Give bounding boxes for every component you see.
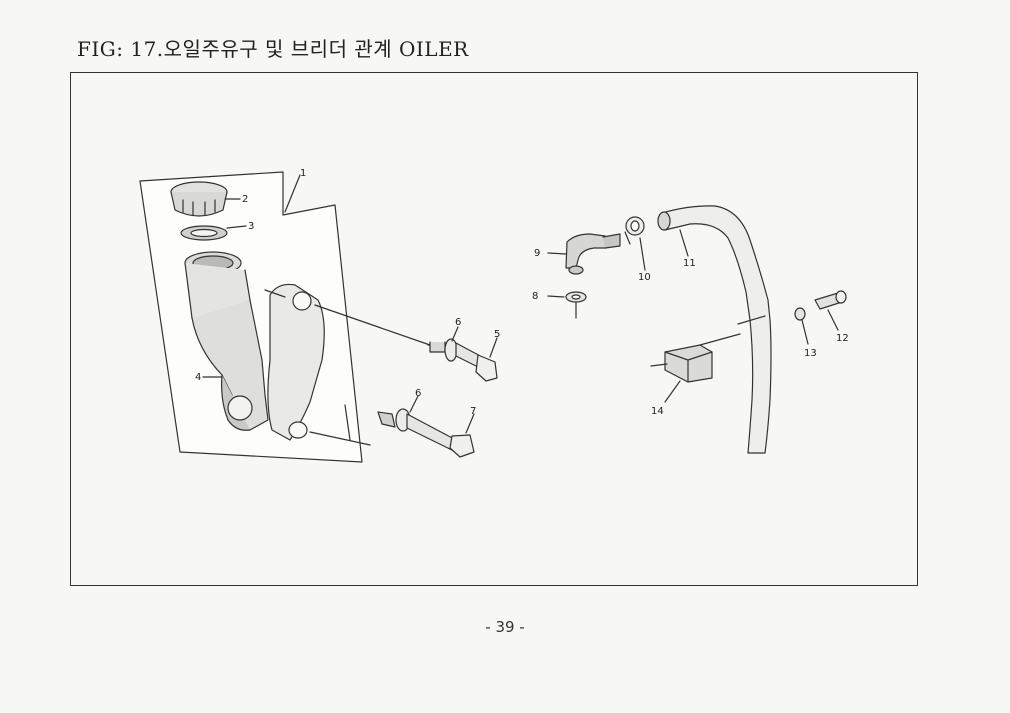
- upper-bolt-part: [427, 326, 498, 382]
- callout-9: 9: [534, 248, 540, 259]
- gasket-part: [180, 225, 228, 241]
- callout-3: 3: [248, 221, 254, 232]
- callout-6-lower: 6: [415, 388, 421, 399]
- callout-7: 7: [470, 406, 476, 417]
- diagram-frame: [70, 72, 918, 586]
- callout-1: 1: [300, 168, 306, 179]
- screw-part: [814, 290, 847, 331]
- callout-5: 5: [494, 329, 500, 340]
- callout-2: 2: [242, 194, 248, 205]
- callout-6-upper: 6: [455, 317, 461, 328]
- washer-part: [547, 291, 587, 319]
- callout-8: 8: [532, 291, 538, 302]
- bracket-part: [650, 333, 741, 403]
- lower-bolt-part: [377, 395, 475, 458]
- hose-clamp-part: [624, 216, 646, 271]
- callout-labels: 1 2 3 4 5 6 6 7 8 9 10 11 12 13 14: [195, 168, 849, 417]
- figure-title: FIG: 17.오일주유구 및 브리더 관계 OILER: [77, 37, 469, 61]
- callout-12: 12: [836, 333, 849, 344]
- nut-part: [794, 307, 809, 345]
- callout-13: 13: [804, 348, 817, 359]
- callout-14: 14: [651, 406, 664, 417]
- callout-11: 11: [683, 258, 696, 269]
- callout-4: 4: [195, 372, 201, 383]
- callout-10: 10: [638, 272, 651, 283]
- oil-cap-part: [170, 181, 228, 217]
- page-number: - 39 -: [485, 618, 525, 636]
- oiler-body-part: [184, 251, 325, 441]
- elbow-fitting-part: [547, 233, 621, 275]
- breather-hose-part: [657, 205, 772, 454]
